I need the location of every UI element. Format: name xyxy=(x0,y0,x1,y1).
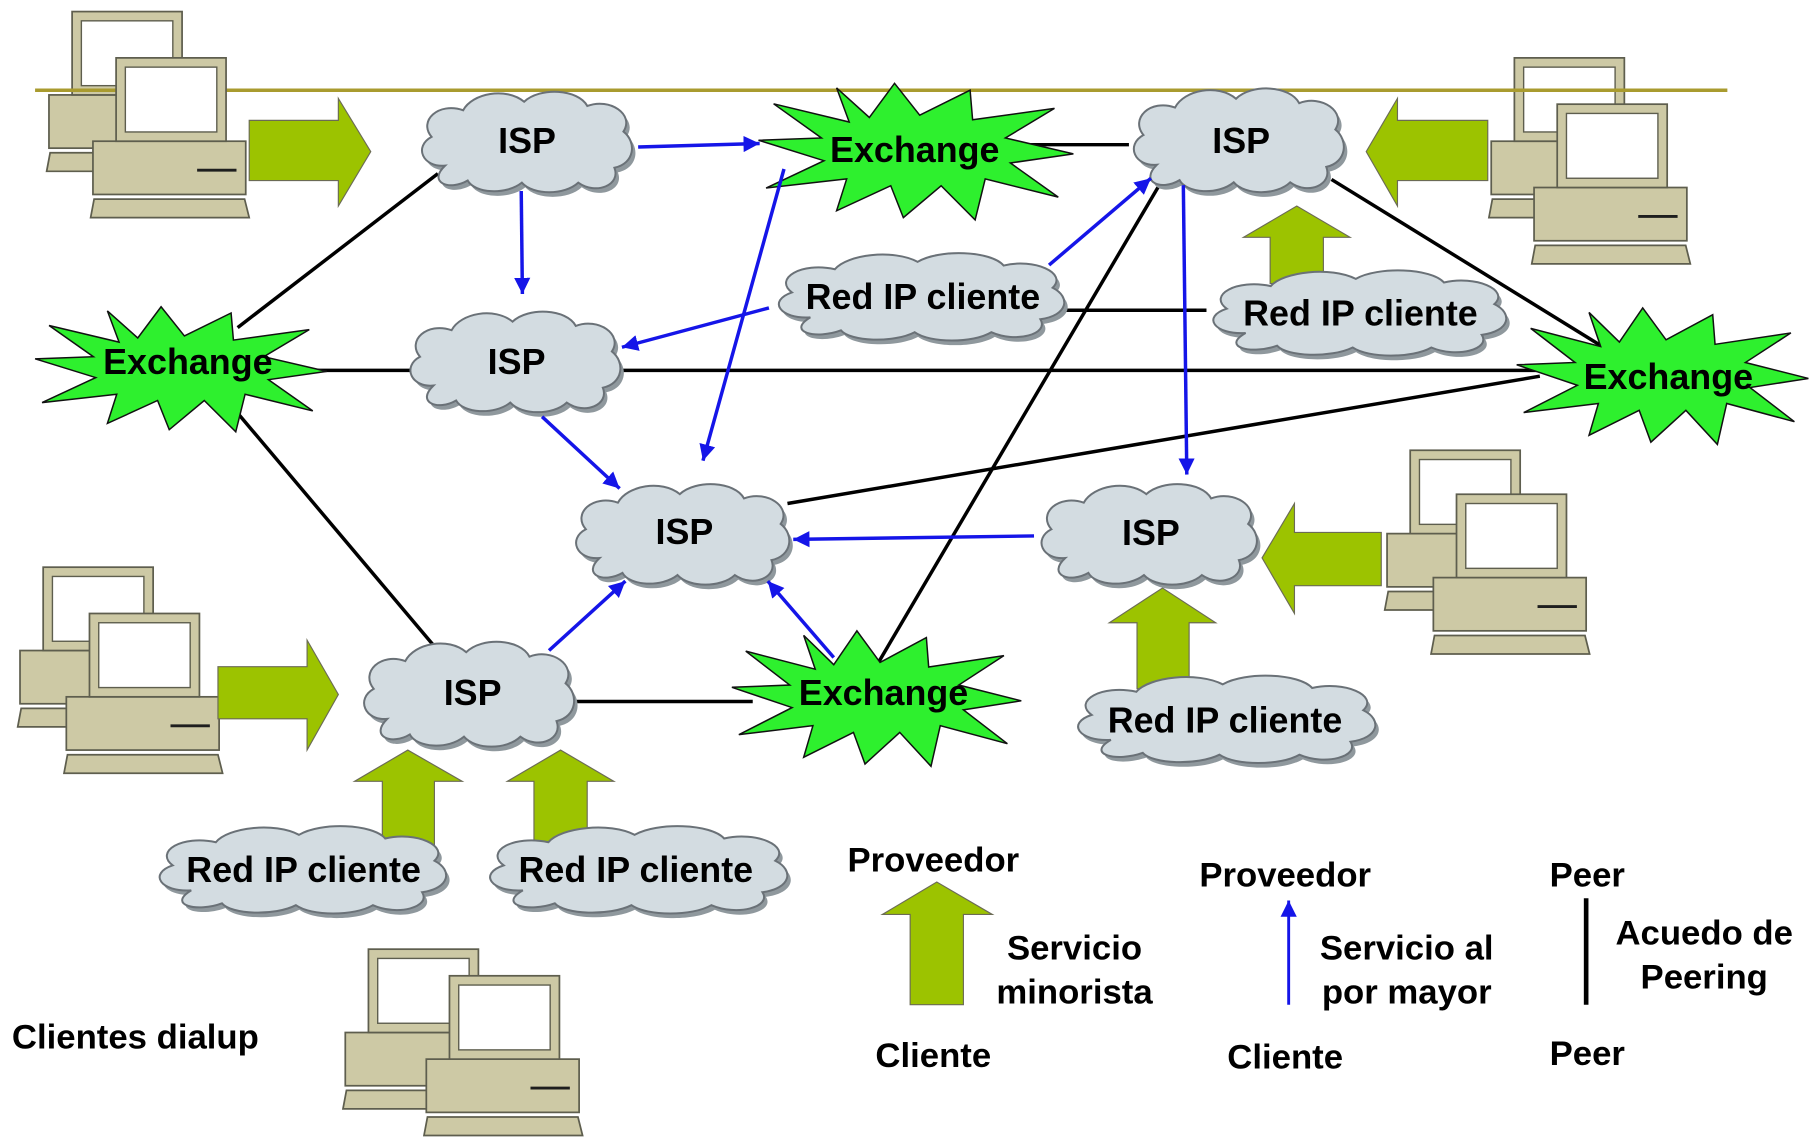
peering-link xyxy=(224,398,440,652)
wholesale-service-arrow xyxy=(547,579,627,652)
legend-retail-label: Servicio xyxy=(1007,930,1142,968)
legend-retail-bottom: Cliente xyxy=(875,1037,991,1075)
node-labels: ISP ISP ISP ISP ISP ISP Exchange Exchang… xyxy=(12,121,1753,1057)
retail-service-arrow xyxy=(352,749,465,846)
isp-label: ISP xyxy=(488,342,546,382)
wholesale-service-arrow xyxy=(540,415,621,490)
retail-service-arrow xyxy=(217,637,340,753)
retail-service-arrow xyxy=(1107,587,1218,690)
customer-network-label: Red IP cliente xyxy=(519,850,754,890)
wholesale-service-arrows xyxy=(514,135,1195,659)
exchange-label: Exchange xyxy=(103,342,272,382)
legend-wholesale-label: Servicio al xyxy=(1320,930,1494,968)
wholesale-service-arrow xyxy=(793,531,1035,548)
customer-network-label: Red IP cliente xyxy=(1108,701,1343,741)
customer-network-label: Red IP cliente xyxy=(186,850,421,890)
customer-network-label: Red IP cliente xyxy=(806,277,1041,317)
wholesale-service-arrow xyxy=(514,190,531,295)
legend-peering-bottom: Peer xyxy=(1550,1035,1625,1073)
wholesale-service-arrow xyxy=(1178,185,1195,475)
exchange-label: Exchange xyxy=(830,130,999,170)
legend-peering-top: Peer xyxy=(1550,857,1625,895)
legend-wholesale: Proveedor Servicio al por mayor Cliente xyxy=(1199,857,1493,1077)
legend-retail: Proveedor Servicio minorista Cliente xyxy=(847,842,1153,1076)
retail-service-arrows xyxy=(217,96,1489,846)
isp-label: ISP xyxy=(1122,513,1180,553)
peering-link xyxy=(787,374,1541,506)
wholesale-service-arrow xyxy=(699,168,786,462)
legend-peering-label: Peering xyxy=(1641,959,1768,997)
wholesale-service-arrow xyxy=(1047,176,1153,267)
peering-links xyxy=(224,142,1605,704)
legend-retail-top: Proveedor xyxy=(847,842,1019,880)
customer-network-label: Red IP cliente xyxy=(1243,293,1478,333)
legend-wholesale-bottom: Cliente xyxy=(1227,1038,1343,1076)
exchange-label: Exchange xyxy=(799,673,968,713)
retail-service-arrow xyxy=(248,96,372,209)
peering-link xyxy=(875,166,1171,667)
isp-label: ISP xyxy=(498,121,556,161)
wholesale-service-arrow xyxy=(766,579,836,659)
wholesale-service-arrow xyxy=(638,135,760,153)
retail-service-arrow xyxy=(1365,96,1489,209)
legend-retail-label: minorista xyxy=(996,974,1153,1012)
legend-peering-label: Acuedo de xyxy=(1615,915,1792,953)
isp-label: ISP xyxy=(444,673,502,713)
exchange-label: Exchange xyxy=(1584,357,1753,397)
isp-label: ISP xyxy=(1212,121,1270,161)
peering-link xyxy=(236,172,439,329)
legend-wholesale-top: Proveedor xyxy=(1199,857,1371,895)
legend-retail-arrow xyxy=(880,881,995,1006)
legend-peering: Peer Acuedo de Peering Peer xyxy=(1550,857,1793,1073)
dialup-clients-label: Clientes dialup xyxy=(12,1019,259,1057)
wholesale-service-arrow xyxy=(621,306,770,351)
isp-label: ISP xyxy=(656,512,714,552)
legend: Proveedor Servicio minorista Cliente Pro… xyxy=(847,842,1793,1077)
peering-link xyxy=(1330,177,1605,349)
retail-service-arrow xyxy=(1261,501,1382,616)
legend-wholesale-label: por mayor xyxy=(1322,974,1492,1012)
